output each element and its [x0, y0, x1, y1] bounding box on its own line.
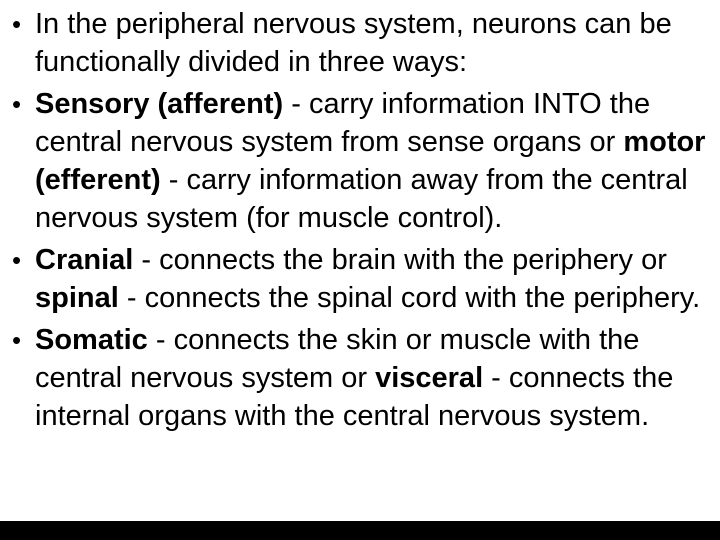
bullet-text-segment: - carry information INTO the central ner…	[35, 88, 651, 158]
bottom-letterbox-bar	[0, 521, 720, 540]
bullet-text-segment: Sensory (afferent)	[35, 88, 284, 120]
bullet-text-segment: motor (efferent)	[35, 126, 706, 196]
bullet-icon: •	[12, 9, 22, 39]
bullet-text-segment: - connects the spinal cord with the peri…	[118, 282, 701, 314]
bullet-icon: •	[12, 325, 22, 355]
bullet-text-segment: visceral	[375, 362, 484, 394]
bullet-item: • Sensory (afferent) - carry information …	[12, 85, 716, 237]
bullet-text-segment: - carry information away from the centra…	[35, 164, 688, 234]
bullet-text-segment: Somatic	[35, 324, 148, 356]
bullet-text-segment: - connects the skin or muscle with the c…	[35, 324, 640, 394]
bullet-text-segment: - connects the brain with the periphery …	[133, 244, 667, 276]
bullet-list: • In the peripheral nervous system, neuro…	[12, 5, 716, 435]
bullet-text-segment: In the peripheral nervous system, neuron…	[35, 8, 672, 78]
bullet-text-segment: Cranial	[35, 244, 134, 276]
bullet-item: • Cranial - connects the brain with the p…	[12, 241, 716, 317]
bullet-text-segment: - connects the internal organs with the …	[35, 362, 674, 432]
bullet-icon: •	[12, 89, 22, 119]
bullet-item: • In the peripheral nervous system, neuro…	[12, 5, 716, 81]
bullet-item: • Somatic - connects the skin or muscle w…	[12, 321, 716, 435]
bullet-icon: •	[12, 245, 22, 275]
bullet-text-segment: spinal	[35, 282, 119, 314]
